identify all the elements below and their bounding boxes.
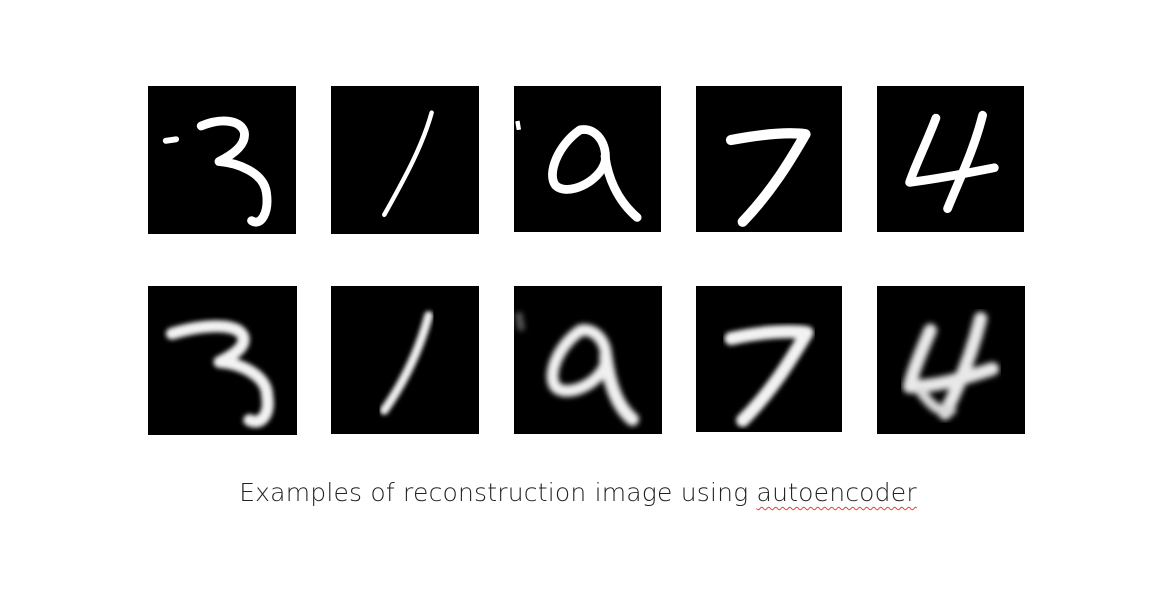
figure-caption: Examples of reconstruction image using a… [0,478,1156,507]
original-digit-1-image [331,86,479,234]
reconstructed-digit-9-image [514,286,662,434]
reconstructed-digit-7-image [696,286,842,432]
original-digit-9-image [514,86,661,232]
original-digit-3-image [148,86,296,234]
reconstructed-digit-3-image [148,286,297,435]
original-digit-4-image [877,86,1024,232]
original-digit-7-image [696,86,842,232]
reconstructed-digit-4-image [877,286,1025,434]
caption-text: Examples of reconstruction image using [239,478,757,507]
reconstructed-digit-1-image [331,286,479,434]
caption-flagged-word: autoencoder [756,478,917,507]
